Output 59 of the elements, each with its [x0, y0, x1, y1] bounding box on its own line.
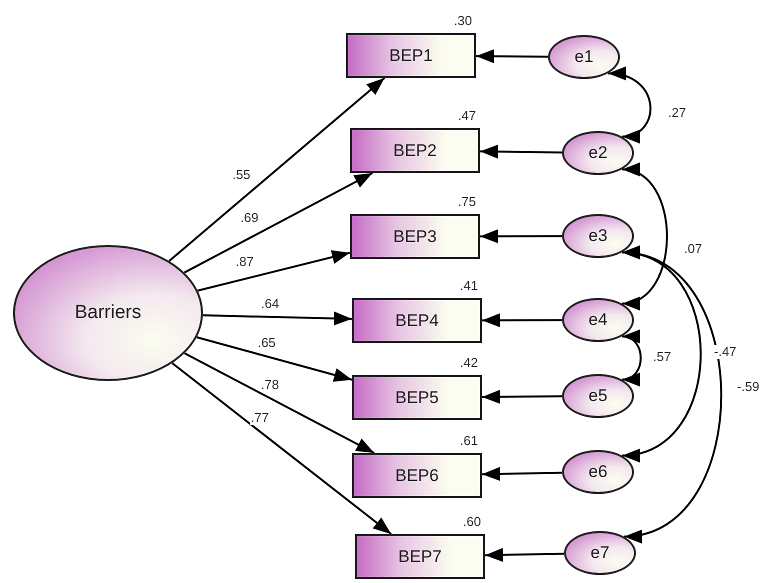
- edge-label: .27: [667, 106, 688, 120]
- latent-variable-ellipse: [548, 35, 620, 79]
- arrow: [168, 77, 386, 262]
- latent-variable-ellipse: [564, 531, 636, 575]
- variable-name: e6: [588, 462, 608, 482]
- arrow: [480, 144, 562, 159]
- r-squared-value: .75: [458, 194, 476, 209]
- variable-name: Barriers: [74, 302, 142, 324]
- latent-variable-ellipse: [562, 374, 634, 418]
- r-squared-value: .47: [458, 108, 476, 123]
- covariance-arrow: [622, 248, 722, 540]
- edge-label: -.47: [713, 345, 738, 359]
- variable-name: e3: [588, 226, 608, 246]
- variable-name: BEP1: [389, 46, 433, 66]
- r-squared-value: .41: [460, 278, 478, 293]
- edge-label: .07: [683, 242, 704, 256]
- variable-name: e1: [574, 47, 594, 67]
- arrow: [480, 229, 562, 244]
- covariance-arrow: [622, 166, 668, 308]
- r-squared-value: .60: [462, 514, 481, 529]
- variable-name: BEP6: [395, 466, 439, 486]
- latent-variable-ellipse: [562, 298, 634, 342]
- arrow: [184, 172, 373, 274]
- edge-label: -.59: [736, 380, 760, 394]
- latent-variable-ellipse: [562, 214, 634, 258]
- arrow: [484, 548, 564, 562]
- variable-name: e5: [588, 386, 608, 406]
- arrow: [197, 250, 350, 292]
- arrow: [482, 390, 562, 404]
- variable-name: e7: [590, 543, 610, 563]
- arrow: [482, 313, 562, 328]
- variable-name: BEP5: [395, 388, 439, 408]
- arrow: [476, 49, 548, 64]
- arrow: [196, 336, 352, 382]
- edge-label: .57: [652, 350, 672, 364]
- edge-label: .64: [260, 296, 280, 311]
- edge-label: .77: [250, 411, 270, 426]
- edge-label: .55: [231, 168, 252, 182]
- edge-label: .65: [256, 336, 277, 350]
- r-squared-value: .42: [460, 355, 478, 370]
- variable-name: BEP2: [393, 140, 437, 160]
- variable-name: BEP4: [395, 310, 439, 330]
- covariance-arrow: [622, 332, 642, 384]
- arrow: [172, 362, 392, 535]
- arrow: [202, 312, 352, 326]
- variable-name: e2: [588, 143, 608, 163]
- r-squared-value: .30: [454, 13, 472, 28]
- arrow: [184, 352, 375, 454]
- latent-variable-ellipse: [562, 131, 634, 175]
- r-squared-value: .61: [460, 433, 478, 448]
- latent-variable-ellipse: [562, 450, 634, 494]
- edge-label: .87: [234, 255, 255, 270]
- variable-name: BEP7: [398, 546, 442, 566]
- edge-label: .69: [239, 210, 260, 225]
- arrow: [482, 466, 562, 481]
- covariance-arrow: [608, 68, 652, 142]
- variable-name: BEP3: [393, 226, 437, 246]
- edge-label: .78: [260, 378, 280, 392]
- variable-name: e4: [588, 310, 608, 330]
